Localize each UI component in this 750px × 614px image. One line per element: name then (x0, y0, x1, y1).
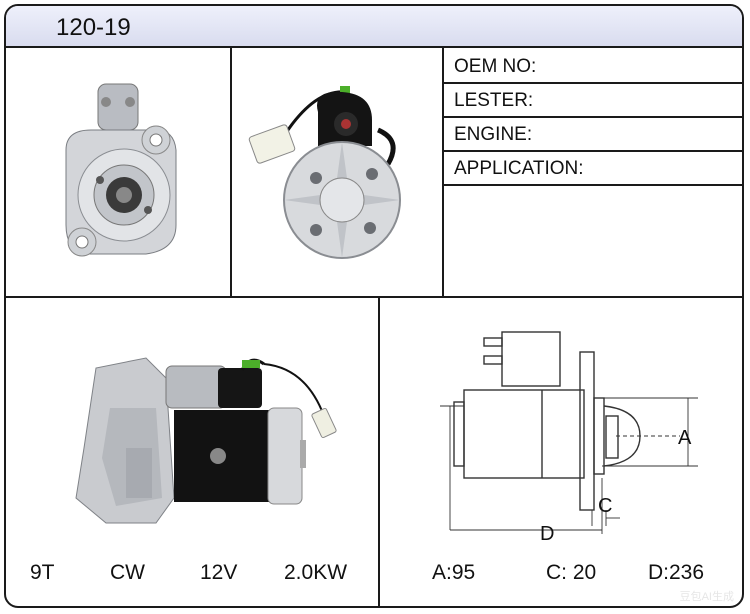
spec-row-engine: ENGINE: (444, 118, 742, 152)
spec-label-lester: LESTER: (454, 90, 534, 111)
spec-rotation: CW (110, 561, 145, 584)
title-bar: 120-19 (6, 6, 742, 48)
divider-h-middle (6, 296, 742, 298)
spec-label-engine: ENGINE: (454, 124, 533, 145)
spec-label-oem: OEM NO: (454, 56, 537, 77)
starter-front-illustration (65, 83, 177, 257)
starter-side-illustration (75, 357, 337, 524)
dimension-d: D:236 (648, 561, 705, 584)
spec-voltage: 12V (200, 561, 238, 584)
spec-row-lester: LESTER: (444, 84, 742, 118)
starter-rear-illustration (248, 86, 401, 259)
front-view-photo (6, 50, 230, 296)
spec-row-application: APPLICATION: (444, 152, 742, 186)
divider-v1 (230, 48, 232, 298)
diagram-label-c: C (598, 495, 612, 517)
spec-row-oem: OEM NO: (444, 50, 742, 84)
divider-v2 (442, 48, 444, 298)
rear-view-photo (232, 50, 442, 296)
dimension-c: C: 20 (546, 561, 597, 584)
side-view-photo (6, 298, 378, 548)
dimension-drawing-svg: A C D (440, 331, 698, 545)
watermark: 豆包AI生成 (679, 591, 734, 603)
divider-v3 (378, 296, 380, 606)
datasheet-frame: 120-19 (4, 4, 744, 608)
spec-label-application: APPLICATION: (454, 158, 584, 179)
spec-table: OEM NO: LESTER: ENGINE: APPLICATION: (444, 50, 742, 296)
diagram-label-d: D (540, 523, 554, 545)
dimension-a: A:95 (432, 561, 476, 584)
diagram-label-a: A (678, 427, 692, 449)
spec-teeth: 9T (30, 561, 55, 584)
spec-power: 2.0KW (284, 561, 348, 584)
dimension-drawing: A C D (380, 298, 742, 548)
part-number-title: 120-19 (56, 14, 131, 41)
